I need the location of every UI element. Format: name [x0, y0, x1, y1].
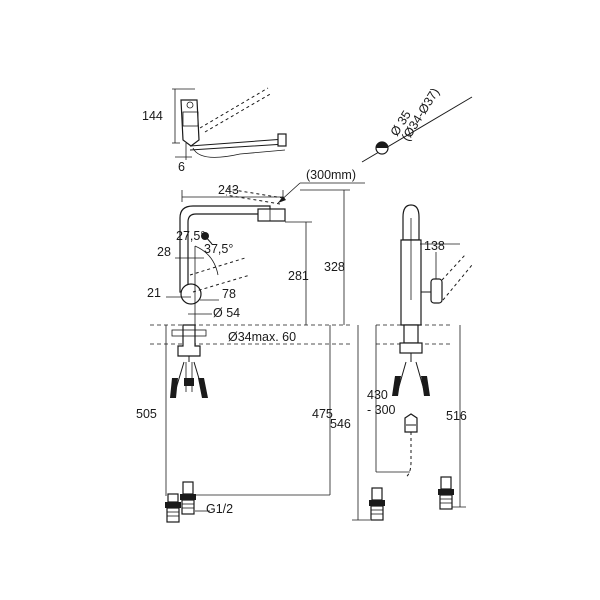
dim-546: 546	[330, 417, 351, 431]
dim-281: 281	[288, 269, 309, 283]
dim-21: 21	[147, 286, 161, 300]
side-connector-left	[369, 487, 385, 521]
connector-right	[180, 481, 196, 515]
dim-g12: G1/2	[206, 502, 233, 516]
dim-300: - 300	[367, 403, 396, 417]
dim-54: Ø 54	[213, 306, 240, 320]
dim-78: 78	[222, 287, 236, 301]
connector-left	[165, 493, 181, 523]
side-connector-right	[438, 476, 454, 510]
dim-430: 430	[367, 388, 388, 402]
side-view: 138 430 - 300 546 516	[330, 204, 473, 521]
dim-28: 28	[157, 245, 171, 259]
dim-27-5deg: 27,5°	[176, 229, 205, 243]
front-view: (300mm) 243 27,5° 28 37,5° 21	[136, 168, 365, 523]
dim-475: 475	[312, 407, 333, 421]
hole-detail: Ø 35 (Ø34-Ø37)	[361, 86, 473, 163]
dim-505: 505	[136, 407, 157, 421]
dim-300mm: (300mm)	[306, 168, 356, 182]
dim-34max-60: Ø34max. 60	[228, 330, 296, 344]
dim-243: 243	[218, 183, 239, 197]
dim-144: 144	[142, 109, 163, 123]
dim-6: 6	[178, 160, 185, 174]
top-view: 144 6	[142, 87, 287, 174]
dim-138: 138	[424, 239, 445, 253]
dim-328: 328	[324, 260, 345, 274]
dim-37-5deg: 37,5°	[204, 242, 233, 256]
dim-516: 516	[446, 409, 467, 423]
